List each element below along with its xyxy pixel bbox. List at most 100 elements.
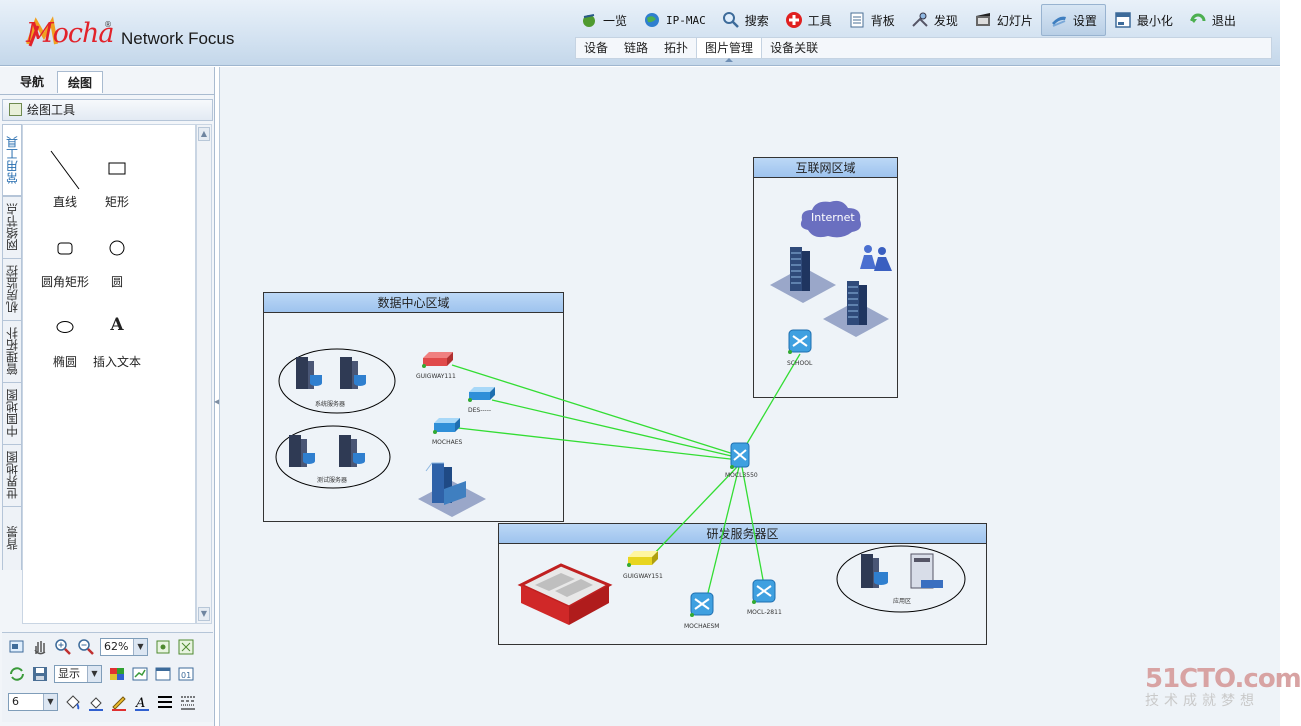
users-icon[interactable] [858,243,894,273]
tool-line[interactable]: 直线 [33,145,97,210]
watermark-slogan: 技术成就梦想 [1145,693,1259,709]
dash-style-icon[interactable] [179,693,197,711]
tools-icon [785,11,803,29]
scroll-down-icon[interactable]: ▼ [198,607,210,621]
tool-circle[interactable]: 圆 [85,225,149,290]
menu-search[interactable]: 搜索 [714,4,777,36]
menu-backplane[interactable]: 背板 [840,4,903,36]
app-group-label: 应用区 [893,598,912,605]
paint-bucket-icon[interactable] [87,693,105,711]
menu-ip-mac[interactable]: IP-MAC [635,4,714,36]
test-server-label: 测试服务器 [317,477,348,484]
zoom-out-icon[interactable] [77,638,95,656]
zoom-in-icon[interactable] [54,638,72,656]
tool-ellipse[interactable]: 椭圆 [33,305,97,370]
vtab-china-map[interactable]: 中国地图 [2,382,22,444]
building-icon[interactable] [768,245,838,305]
internet-cloud-icon[interactable] [798,198,864,240]
menu-overview[interactable]: 一览 [572,4,635,36]
menu-minimize[interactable]: 最小化 [1106,4,1181,36]
tool-circle-label: 圆 [110,275,123,289]
panel-splitter-icon[interactable]: ◀ [214,397,221,406]
tool-insert-text-label: 插入文本 [92,355,141,369]
menu-backplane-label: 背板 [870,13,895,28]
font-color-icon[interactable]: A [133,693,151,711]
center-view-icon[interactable] [154,638,172,656]
server-icon [289,435,315,467]
full-screen-icon[interactable] [177,638,195,656]
mocl2811-router-icon[interactable] [750,577,780,607]
left-panel: 导航 绘图 绘图工具 常用工具 网络节点 机房监控 管理拓扑 中国地图 世界地图… [0,67,215,726]
building-icon[interactable] [821,277,891,339]
menu-discover[interactable]: 发现 [903,4,966,36]
menu-overview-label: 一览 [603,13,628,28]
server-icon [339,435,365,467]
color-grid-icon[interactable] [108,665,126,683]
pen-color-icon[interactable] [110,693,128,711]
zoom-select[interactable]: 62%▼ [100,638,148,656]
server-icon [340,357,366,389]
school-router-icon[interactable] [786,327,816,357]
vtab-background[interactable]: 背景 [2,506,22,570]
vtab-management-topology[interactable]: 管理拓扑 [2,320,22,382]
server-group-ellipse-2[interactable] [275,425,391,489]
tab-drawing[interactable]: 绘图 [57,71,104,93]
topology-canvas[interactable]: 数据中心区域 互联网区域 研发服务器区 系统服务器 测试服务器 GUIGWAY1… [219,67,1280,726]
display-select[interactable]: 显示▼ [54,665,102,683]
mocha-logo-icon [26,16,58,47]
window-icon[interactable] [154,665,172,683]
building-icon[interactable] [416,459,488,519]
menu-settings[interactable]: 设置 [1040,4,1106,36]
school-label: SCHOOL [787,360,813,367]
tool-palette-scrollbar[interactable]: ▲ ▼ [196,124,212,624]
line-style-icon[interactable] [156,693,174,711]
chart-view-icon[interactable] [131,665,149,683]
refresh-icon[interactable] [8,665,26,683]
menu-search-label: 搜索 [744,13,769,28]
line-width-select[interactable]: 6▼ [8,693,58,711]
gw151-router-icon[interactable] [626,548,660,570]
mochaesm-switch-icon[interactable] [688,590,718,620]
fit-view-icon[interactable] [8,638,26,656]
gw111-router-icon[interactable] [421,350,455,370]
submenu-topology[interactable]: 拓扑 [664,41,689,55]
menu-exit[interactable]: 退出 [1181,4,1244,36]
mochaes-switch-icon[interactable] [432,415,462,435]
data-room-icon[interactable] [515,555,615,629]
discover-icon [911,11,929,29]
vtab-network-nodes[interactable]: 网络节点 [2,196,22,258]
scroll-up-icon[interactable]: ▲ [198,127,210,141]
submenu-devices[interactable]: 设备 [584,41,609,55]
core-switch-icon[interactable] [728,440,754,470]
vertical-tabs: 常用工具 网络节点 机房监控 管理拓扑 中国地图 世界地图 背景 [2,124,22,628]
menu-minimize-label: 最小化 [1136,13,1173,28]
tool-rectangle[interactable]: 矩形 [85,145,149,210]
pan-hand-icon[interactable] [31,638,49,656]
core-label: MOCL3550 [725,472,758,479]
chevron-down-icon: ▼ [133,639,147,655]
fill-color-icon[interactable] [64,693,82,711]
tab-navigation[interactable]: 导航 [20,75,45,89]
submenu-image-management[interactable]: 图片管理 [696,38,763,62]
vtab-common-tools[interactable]: 常用工具 [2,124,22,196]
submenu-links[interactable]: 链路 [624,41,649,55]
tool-insert-text[interactable]: A 插入文本 [85,305,149,370]
submenu-device-association[interactable]: 设备关联 [770,41,819,55]
slideshow-icon [974,11,992,29]
server-group-ellipse-1[interactable] [278,347,396,415]
registered-mark: ® [104,20,112,29]
logo-text: Mocha [26,18,115,49]
globe-icon [643,11,661,29]
app-group-ellipse[interactable] [835,544,967,614]
menu-slideshow-label: 幻灯片 [996,13,1033,28]
menu-tools[interactable]: 工具 [777,4,840,36]
tool-rounded-rectangle[interactable]: 圆角矩形 [33,225,97,290]
vtab-world-map[interactable]: 世界地图 [2,444,22,506]
menu-slideshow[interactable]: 幻灯片 [966,4,1041,36]
exit-icon [1189,11,1207,29]
menu-exit-label: 退出 [1211,13,1236,28]
des-switch-icon[interactable] [467,385,497,403]
save-icon[interactable] [31,665,49,683]
vtab-room-monitoring[interactable]: 机房监控 [2,258,22,320]
properties-icon[interactable]: 01 [177,665,195,683]
